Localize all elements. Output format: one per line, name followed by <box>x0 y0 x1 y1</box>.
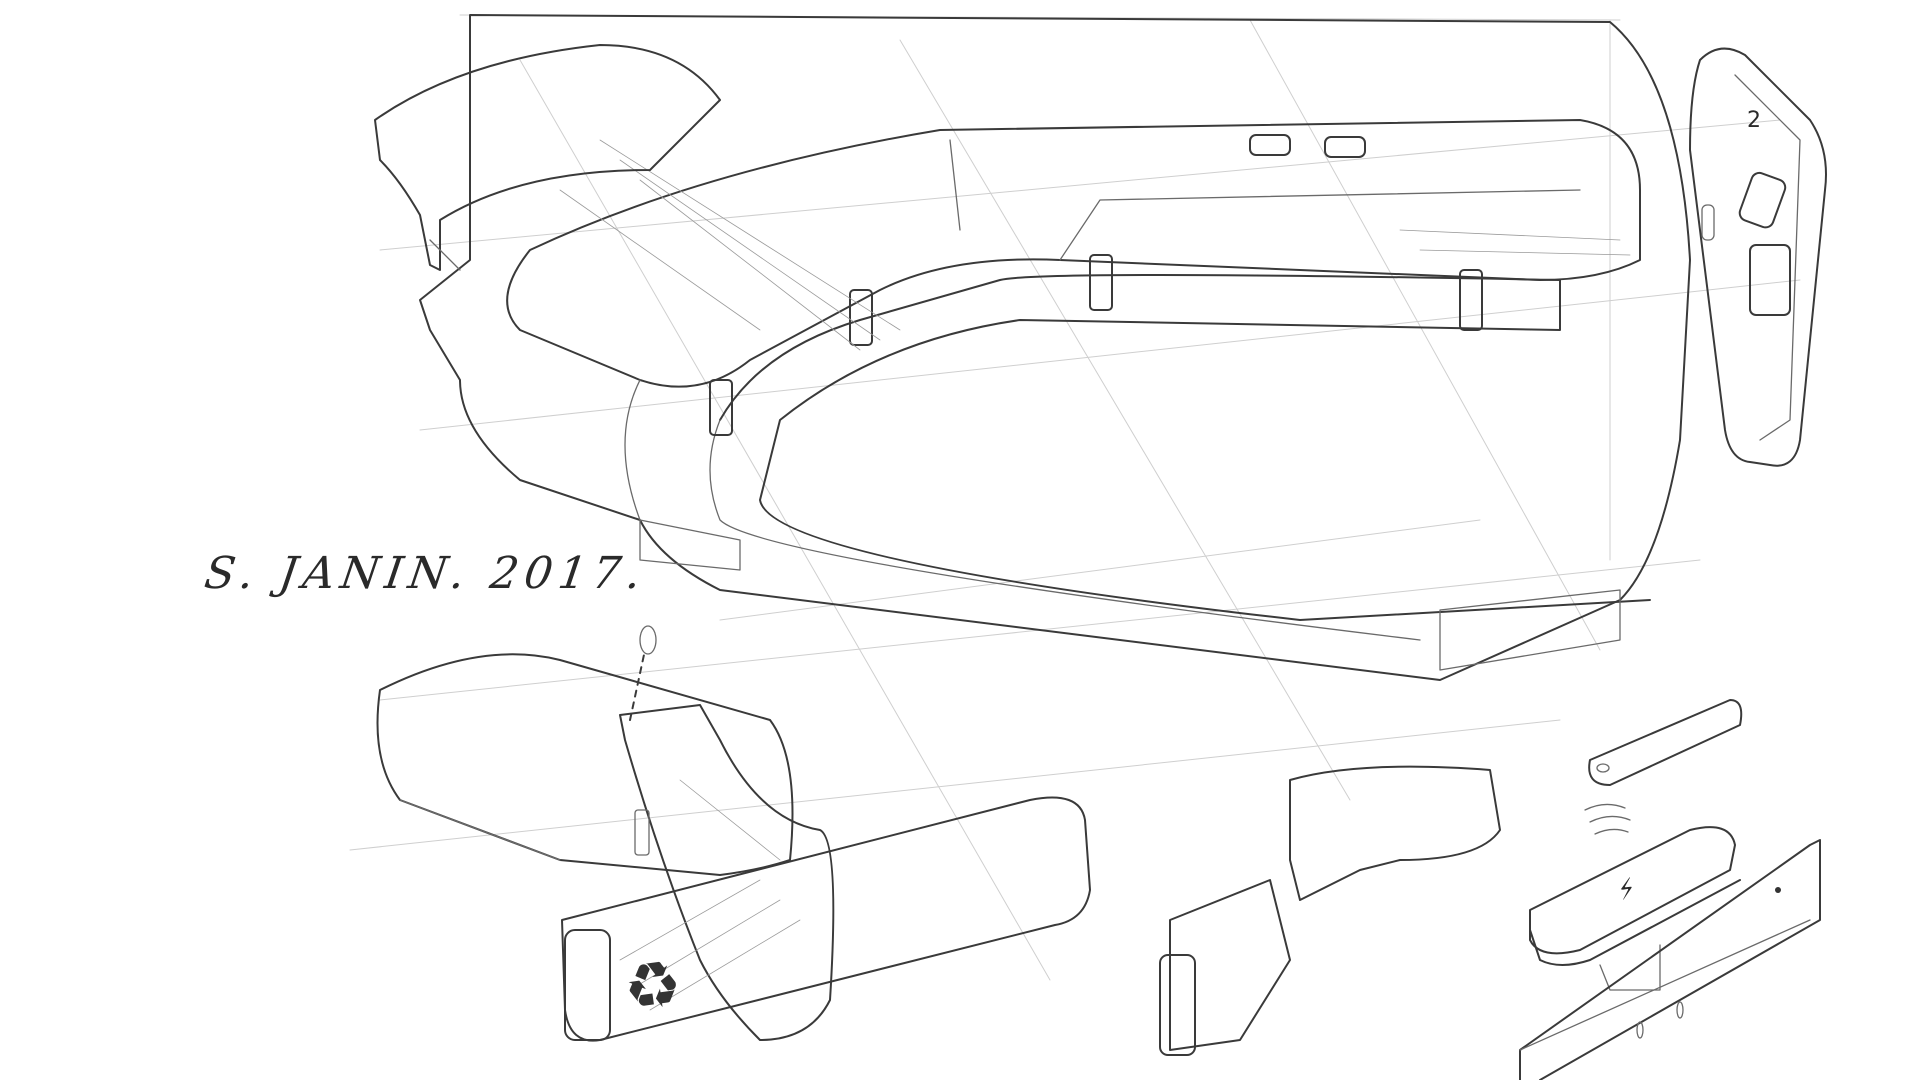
recycle-cartridge <box>561 625 1091 1042</box>
construction-guides <box>349 14 1801 981</box>
key-fob <box>1588 699 1743 786</box>
recycle-icon: ♻ <box>619 946 687 1028</box>
charging-pod <box>1529 826 1741 991</box>
side-door-panel <box>1689 47 1827 467</box>
mounting-rail <box>1519 839 1821 1080</box>
main-seat-unit <box>419 14 1691 681</box>
wireless-signal <box>1584 803 1631 835</box>
panel-number-label: 2 <box>1747 108 1761 133</box>
armrest-cushion <box>374 44 721 271</box>
lower-left-cushion <box>376 653 794 876</box>
handle-module <box>1159 765 1501 1056</box>
artist-signature: S. JANIN. 2017. <box>201 548 651 599</box>
